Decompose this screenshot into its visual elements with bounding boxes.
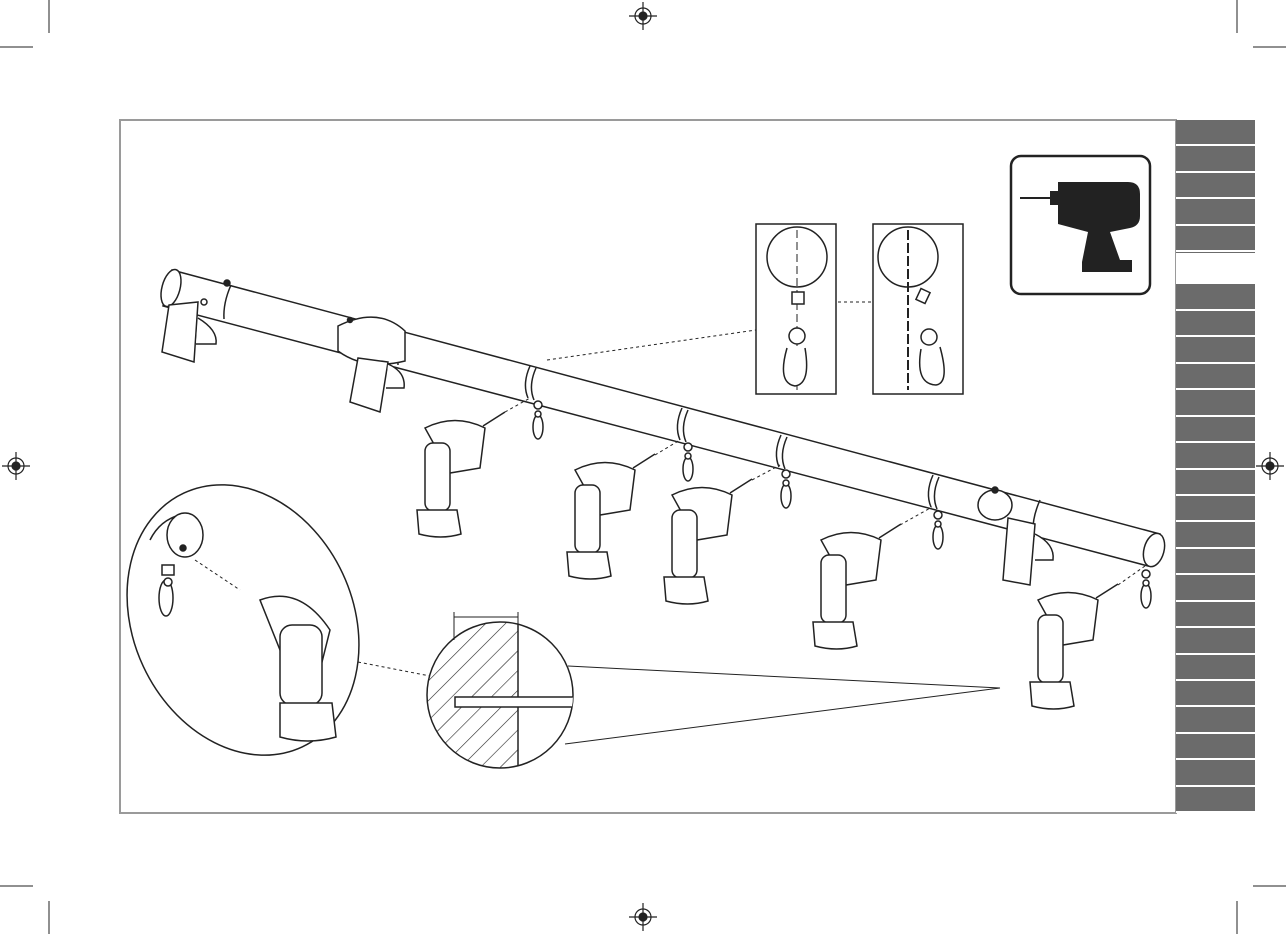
step-tab-8[interactable] xyxy=(1176,311,1255,337)
power-drill-icon xyxy=(1011,156,1150,294)
step-tab-7[interactable] xyxy=(1176,285,1255,311)
detail-panel-hook-correct xyxy=(873,224,963,394)
step-tab-9[interactable] xyxy=(1176,337,1255,363)
drill-depth-magnifier xyxy=(420,612,1000,778)
step-tab-5[interactable] xyxy=(1176,226,1255,252)
step-tab-18[interactable] xyxy=(1176,575,1255,601)
step-tab-25[interactable] xyxy=(1176,760,1255,786)
registration-mark-bottom xyxy=(629,903,657,931)
detail-panel-hook-wrong xyxy=(756,224,836,394)
step-tab-21[interactable] xyxy=(1176,655,1255,681)
registration-mark-top xyxy=(629,2,657,30)
step-tab-10[interactable] xyxy=(1176,364,1255,390)
step-tab-14[interactable] xyxy=(1176,470,1255,496)
step-tab-11[interactable] xyxy=(1176,390,1255,416)
step-tabs-sidebar xyxy=(1176,120,1255,813)
step-tab-12[interactable] xyxy=(1176,417,1255,443)
step-tab-13[interactable] xyxy=(1176,443,1255,469)
step-tab-3[interactable] xyxy=(1176,173,1255,199)
step-tab-20[interactable] xyxy=(1176,628,1255,654)
step-tab-16[interactable] xyxy=(1176,522,1255,548)
step-tab-2[interactable] xyxy=(1176,146,1255,172)
zoom-detail-end xyxy=(84,447,430,794)
step-tab-23[interactable] xyxy=(1176,707,1255,733)
registration-mark-left xyxy=(2,452,30,480)
step-tab-15[interactable] xyxy=(1176,496,1255,522)
step-tab-26[interactable] xyxy=(1176,787,1255,813)
step-tab-24[interactable] xyxy=(1176,734,1255,760)
registration-mark-right xyxy=(1256,452,1284,480)
step-tab-6-active[interactable] xyxy=(1176,252,1255,285)
step-tab-1[interactable] xyxy=(1176,120,1255,146)
step-tab-22[interactable] xyxy=(1176,681,1255,707)
step-tab-19[interactable] xyxy=(1176,602,1255,628)
step-tab-17[interactable] xyxy=(1176,549,1255,575)
step-tab-4[interactable] xyxy=(1176,199,1255,225)
